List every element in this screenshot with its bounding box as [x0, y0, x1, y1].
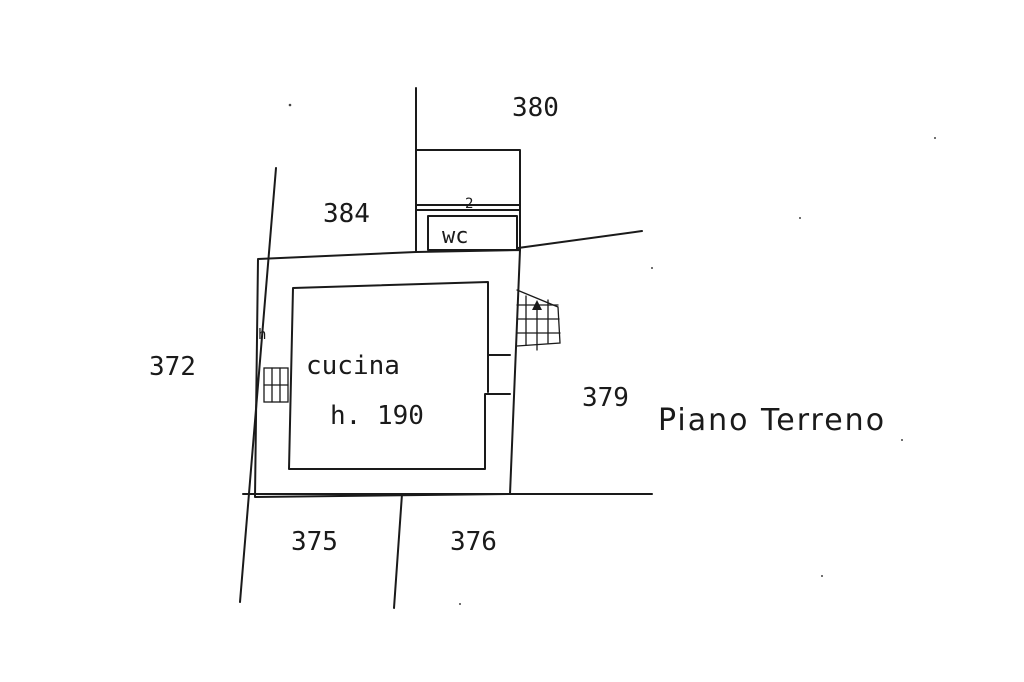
parcel-label-379: 379 [582, 383, 629, 413]
building-outer-wall [254, 249, 521, 498]
parcel-label-372: 372 [149, 352, 196, 382]
kitchen-inner-wall [288, 281, 511, 470]
left-entry-opening [263, 367, 289, 403]
stair-arrow-head [532, 300, 542, 310]
room-label-wc: wc [442, 224, 469, 249]
parcel-label-376: 376 [450, 527, 497, 557]
wc-mark: 2 [465, 196, 473, 212]
parcel-label-380: 380 [512, 93, 559, 123]
boundary-line-375-376 [393, 493, 403, 609]
stair-outline [516, 289, 561, 347]
side-mark: h [258, 327, 266, 343]
room-height-kitchen: h. 190 [330, 401, 424, 431]
parcel-label-375: 375 [291, 527, 338, 557]
boundary-line-left-outer [239, 167, 277, 603]
scan-specks [288, 103, 936, 605]
annex-outer-wall [415, 149, 521, 251]
boundary-line-379-380 [517, 230, 643, 249]
floor-label: Piano Terreno [658, 403, 886, 438]
external-stair [516, 289, 561, 351]
parcel-label-384: 384 [323, 199, 370, 229]
room-label-kitchen: cucina [306, 351, 400, 381]
